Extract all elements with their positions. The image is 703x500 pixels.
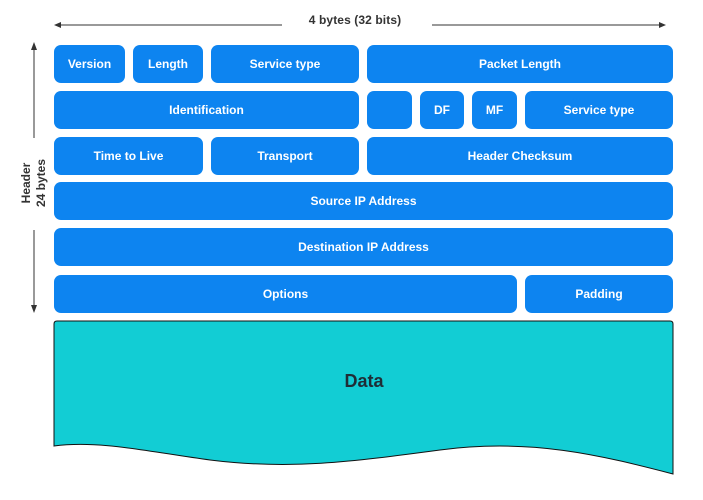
field-identification: Identification — [54, 91, 359, 129]
header-label-line2: 24 bytes — [34, 158, 48, 208]
width-arrow — [54, 22, 666, 28]
field-destination-ip: Destination IP Address — [54, 228, 673, 266]
field-source-ip: Source IP Address — [54, 182, 673, 220]
field-df: DF — [420, 91, 464, 129]
field-packet-length: Packet Length — [367, 45, 673, 83]
header-label-line1: Header — [19, 162, 33, 204]
field-options: Options — [54, 275, 517, 313]
field-header-checksum: Header Checksum — [367, 137, 673, 175]
field-padding: Padding — [525, 275, 673, 313]
field-mf: MF — [472, 91, 517, 129]
field-version: Version — [54, 45, 125, 83]
field-blank — [367, 91, 412, 129]
field-service-type-2: Service type — [525, 91, 673, 129]
field-service-type-1: Service type — [211, 45, 359, 83]
field-transport: Transport — [211, 137, 359, 175]
header-size-label: Header 24 bytes — [12, 148, 56, 218]
field-length: Length — [133, 45, 203, 83]
width-label: 4 bytes (32 bits) — [308, 13, 402, 27]
data-label: Data — [344, 371, 384, 391]
field-time-to-live: Time to Live — [54, 137, 203, 175]
header-height-arrow — [31, 42, 37, 313]
data-block-shape — [53, 320, 674, 475]
